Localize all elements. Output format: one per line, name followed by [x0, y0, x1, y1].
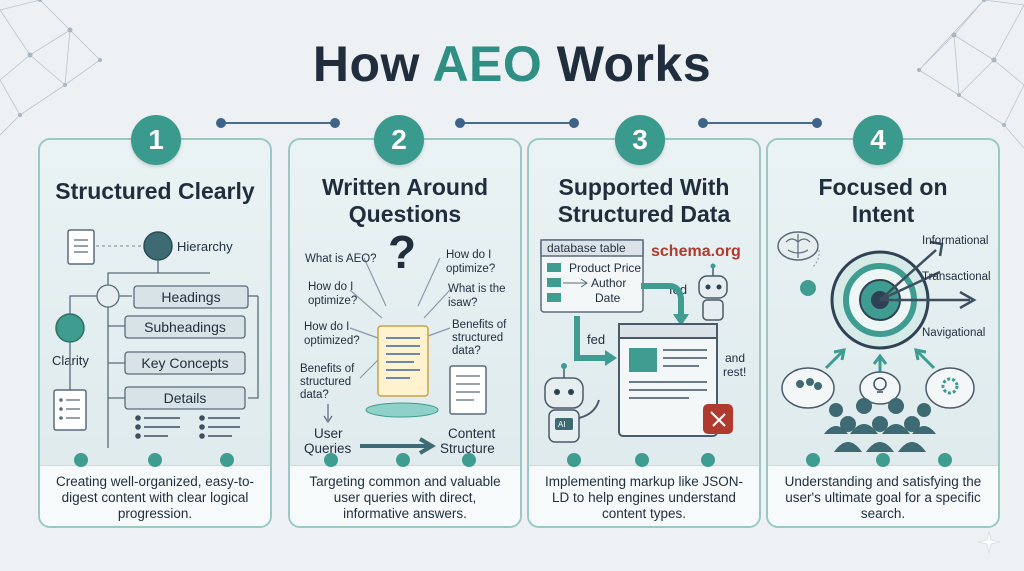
intent-illustration: Informational Transactional Navigational: [777, 231, 991, 452]
step-2-description: Targeting common and valuable user queri…: [309, 474, 501, 521]
list-lines-icon: [135, 415, 240, 439]
question-what-is-aeo: What is AEO?: [305, 253, 377, 265]
step-1-badge: 1: [131, 115, 181, 165]
step-1-dots: [40, 453, 270, 467]
step-1-description: Creating well-organized, easy-to-digest …: [55, 474, 255, 521]
label-details: Details: [164, 390, 207, 406]
label-fed-2: fed: [587, 332, 605, 347]
subheadings-box: [124, 315, 246, 339]
details-box: [124, 386, 246, 410]
key-concepts-box: [124, 351, 246, 375]
hierarchy-node: [143, 231, 173, 261]
connector-3-4: [698, 118, 822, 128]
question-benefits-2b: structured: [300, 376, 351, 388]
step-3-footer: [529, 465, 759, 526]
step-3-dots: [529, 453, 759, 467]
browser-window-icon: [618, 323, 718, 437]
sparkle-icon: [978, 531, 1000, 553]
label-ai: AI: [558, 420, 566, 429]
connector-1-2: [216, 118, 340, 128]
label-user-a: User: [314, 426, 343, 441]
label-clarity: Clarity: [52, 353, 89, 368]
label-user-b: Queries: [304, 441, 352, 456]
question-how-optimize-2b: optimize?: [446, 263, 495, 275]
label-navigational: Navigational: [922, 327, 985, 339]
bug-badge-icon: [703, 404, 733, 434]
step-1-card: Structured Clearly Hierarchy Clarity Hea…: [38, 138, 272, 528]
page-title: How AEO Works: [0, 32, 1024, 96]
intent-arrows-icon: [879, 240, 977, 310]
step-3-badge: 3: [615, 115, 665, 165]
label-content-a: Content: [448, 426, 496, 441]
question-how-optimized-b: optimized?: [304, 335, 360, 347]
question-how-optimized-a: How do I: [304, 321, 349, 333]
label-content-b: Structure: [440, 441, 495, 456]
robot-icon-left: [544, 363, 600, 443]
question-mark-icon: ?: [388, 228, 416, 278]
label-and-rest-b: rest!: [723, 365, 746, 379]
title-prefix: How: [312, 36, 420, 92]
step-4-badge: 4: [853, 115, 903, 165]
question-how-optimize-1a: How do I: [308, 281, 353, 293]
gear-bubble-icon: [925, 367, 975, 409]
label-schema-org: schema.org: [651, 243, 741, 260]
glowing-document-icon: [377, 325, 429, 397]
step-4-dots: [768, 453, 998, 467]
hierarchy-illustration: Hierarchy Clarity Headings Subheadings K…: [52, 229, 259, 448]
step-2-badge: 2: [374, 115, 424, 165]
label-informational: Informational: [922, 235, 988, 247]
label-product-price: Product Price: [569, 261, 641, 275]
people-bubble-icon: [781, 367, 835, 409]
flow-arrow-icon: [360, 437, 436, 455]
step-1-title: Structured Clearly: [55, 178, 255, 204]
step-4-footer: [768, 465, 998, 526]
question-benefits-1a: Benefits of: [452, 319, 507, 331]
question-benefits-2c: data?: [300, 389, 329, 401]
question-how-optimize-1b: optimize?: [308, 295, 357, 307]
label-author: Author: [591, 276, 626, 290]
question-benefits-1b: structured: [452, 332, 503, 344]
network-decoration-left: [0, 0, 102, 136]
connector-2-3: [455, 118, 579, 128]
robot-icon-right: [698, 263, 728, 321]
questions-illustration: ? What is AEO? How do I optimize? How do…: [300, 228, 507, 456]
brain-icon: [777, 231, 819, 261]
title-accent: AEO: [432, 36, 543, 92]
structured-data-illustration: database table Product Price Author Date…: [540, 239, 746, 443]
step-3-description: Implementing markup like JSON-LD to help…: [544, 474, 744, 521]
step-2-footer: [290, 465, 520, 526]
content-document-icon: [449, 365, 487, 415]
lightbulb-bubble-icon: [859, 371, 901, 405]
title-suffix: Works: [556, 36, 712, 92]
question-what-is-the-b: isaw?: [448, 297, 477, 309]
label-key-concepts: Key Concepts: [141, 355, 228, 371]
clarity-node: [55, 313, 85, 343]
question-benefits-1c: data?: [452, 345, 481, 357]
branch-node: [96, 284, 120, 308]
crowd-icon: [824, 398, 936, 452]
network-decoration-right: [917, 0, 1024, 149]
step-1-footer: [40, 465, 270, 526]
document-icon: [67, 229, 95, 265]
headings-box: [133, 285, 249, 309]
label-headings: Headings: [161, 289, 220, 305]
label-and-rest-a: and: [725, 351, 745, 365]
label-hierarchy: Hierarchy: [177, 239, 233, 254]
question-how-optimize-2a: How do I: [446, 249, 491, 261]
question-benefits-2a: Benefits of: [300, 363, 355, 375]
label-transactional: Transactional: [922, 271, 991, 283]
question-what-is-the-a: What is the: [448, 283, 506, 295]
checklist-icon: [53, 389, 87, 431]
label-subheadings: Subheadings: [144, 319, 226, 335]
step-4-description: Understanding and satisfying the user's …: [784, 474, 982, 521]
label-database-table: database table: [547, 241, 626, 255]
label-date: Date: [595, 291, 621, 305]
step-2-dots: [290, 453, 520, 467]
